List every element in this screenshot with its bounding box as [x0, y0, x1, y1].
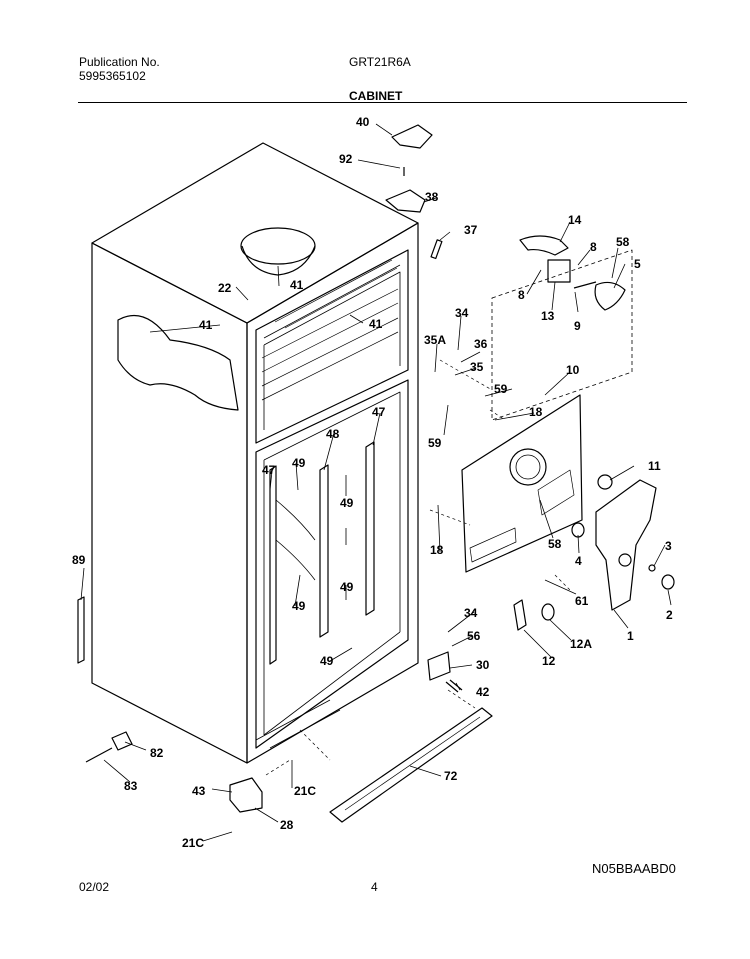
callout-5: 5 — [634, 257, 641, 271]
callout-47-right: 47 — [372, 405, 386, 419]
callout-82: 82 — [150, 746, 164, 760]
lower-hinge-30 — [427, 651, 451, 681]
callout-30: 30 — [476, 658, 490, 672]
callout-89: 89 — [72, 553, 86, 567]
callout-34-upper: 34 — [455, 306, 469, 320]
callout-2: 2 — [666, 608, 673, 622]
callout-11: 11 — [648, 459, 661, 473]
callout-12: 12 — [542, 654, 556, 668]
callout-49-b: 49 — [340, 496, 354, 510]
callout-14: 14 — [568, 213, 582, 227]
callout-47-left: 47 — [262, 463, 276, 477]
footer-date: 02/02 — [79, 880, 110, 894]
callout-59-lower: 59 — [428, 436, 442, 450]
callout-42: 42 — [476, 685, 490, 699]
bracket-14 — [519, 235, 569, 256]
knob-2 — [661, 574, 675, 590]
publication-label: Publication No. — [79, 55, 160, 69]
callout-41-top: 41 — [290, 278, 304, 292]
callout-43: 43 — [192, 784, 206, 798]
cabinet-left-side — [91, 242, 248, 764]
light-dome-top — [240, 227, 316, 265]
callout-28: 28 — [280, 818, 294, 832]
model-number: GRT21R6A — [349, 55, 411, 69]
bracket-43 — [229, 777, 263, 813]
callout-21C-upper: 21C — [294, 784, 316, 798]
callout-35: 35 — [470, 360, 484, 374]
hinge-cover-40 — [391, 124, 433, 149]
callout-8-lower: 8 — [518, 288, 525, 302]
cabinet-front-frame — [246, 222, 419, 764]
callout-3: 3 — [665, 539, 672, 553]
freezer-opening — [255, 249, 409, 444]
callout-18-lower: 18 — [430, 543, 444, 557]
shelf-rail-47 — [365, 441, 375, 616]
rear-dashed-box — [491, 249, 633, 421]
fresh-food-opening — [255, 379, 409, 749]
callout-49-d: 49 — [292, 599, 306, 613]
callout-40: 40 — [356, 115, 370, 129]
callout-21C-lower: 21C — [182, 836, 204, 850]
shelf-rail-48 — [319, 464, 329, 638]
drain-trough-12 — [513, 599, 527, 631]
callout-49-c: 49 — [340, 580, 354, 594]
knob-4 — [571, 522, 585, 538]
callout-48: 48 — [326, 427, 340, 441]
bracket-89 — [77, 596, 85, 664]
callout-13: 13 — [541, 309, 555, 323]
callout-8-upper: 8 — [590, 240, 597, 254]
callout-34-lower: 34 — [464, 606, 478, 620]
part-11 — [597, 474, 613, 490]
callout-36: 36 — [474, 337, 488, 351]
fan-motor-5 — [594, 281, 626, 311]
callout-58-lower: 58 — [548, 537, 562, 551]
callout-9: 9 — [574, 319, 581, 333]
callout-49-e: 49 — [320, 654, 334, 668]
callout-22: 22 — [218, 281, 232, 295]
callout-59-upper: 59 — [494, 382, 508, 396]
callout-12A: 12A — [570, 637, 592, 651]
part-37 — [430, 239, 443, 260]
callout-18-upper: 18 — [529, 405, 543, 419]
toe-grille-72 — [329, 707, 493, 823]
callout-83: 83 — [124, 779, 138, 793]
air-duct-1 — [595, 479, 657, 611]
callout-61: 61 — [575, 594, 589, 608]
leveler-82 — [111, 731, 133, 751]
callout-10: 10 — [566, 363, 580, 377]
evaporator-cover-10 — [461, 394, 583, 573]
side-panel-41 — [117, 314, 239, 411]
callout-37: 37 — [464, 223, 478, 237]
callout-92: 92 — [339, 152, 353, 166]
top-hinge-38 — [385, 189, 426, 213]
relay-13 — [547, 259, 571, 283]
callout-35A: 35A — [424, 333, 446, 347]
callout-41-side: 41 — [199, 318, 213, 332]
callout-41-freezer: 41 — [369, 317, 383, 331]
section-title: CABINET — [349, 89, 403, 103]
callout-72: 72 — [444, 769, 458, 783]
grommet-12A — [541, 603, 555, 621]
callout-4: 4 — [575, 554, 582, 568]
header-rule — [78, 102, 687, 103]
callout-58-upper: 58 — [616, 235, 630, 249]
callout-49-a: 49 — [292, 456, 306, 470]
cabinet-top — [91, 142, 419, 324]
shelf-rail-left — [269, 465, 277, 665]
part-3 — [648, 564, 656, 572]
drawing-code: N05BBAABD0 — [592, 861, 676, 876]
callout-1: 1 — [627, 629, 634, 643]
callout-38: 38 — [425, 190, 439, 204]
page-number: 4 — [371, 880, 378, 894]
callout-56: 56 — [467, 629, 481, 643]
publication-number: 5995365102 — [79, 69, 146, 83]
